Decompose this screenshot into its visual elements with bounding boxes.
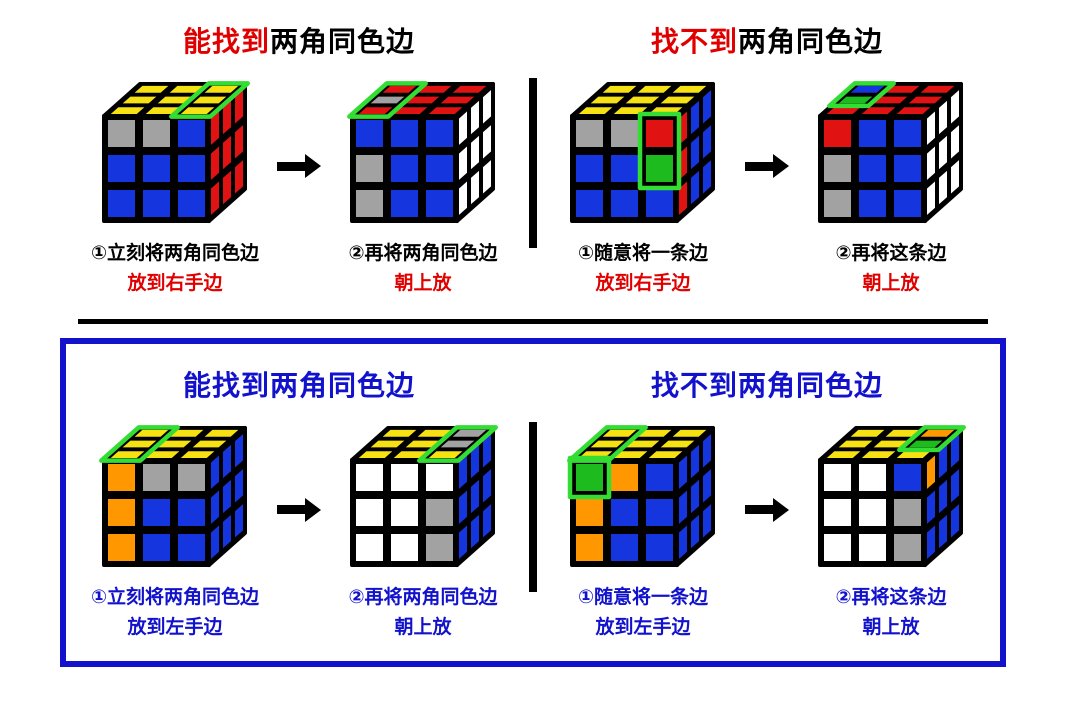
panel-title: 能找到两角同色边 bbox=[183, 20, 415, 60]
title-highlight-text: 能找到 bbox=[182, 25, 270, 58]
arrow-icon bbox=[742, 154, 792, 178]
panel-bottom-no-edge: 找不到两角同色边 ①随意将一条边 放到左手边 ②再将这条边 bbox=[537, 344, 997, 643]
caption-line-1: ②再将两角同色边 bbox=[348, 242, 498, 264]
step-caption: ①立刻将两角同色边 放到左手边 bbox=[91, 582, 259, 643]
arrow-icon bbox=[274, 497, 324, 522]
step-caption: ①随意将一条边 放到右手边 bbox=[578, 238, 708, 299]
arrow-shaft bbox=[745, 161, 773, 171]
caption-line-1: ②再将两角同色边 bbox=[348, 585, 498, 608]
caption-line-1: ①立刻将两角同色边 bbox=[90, 585, 260, 608]
cube-diagram bbox=[814, 72, 968, 228]
arrow-head bbox=[773, 154, 789, 178]
step-1: ①立刻将两角同色边 放到右手边 bbox=[76, 72, 274, 299]
title-rest-text: 两角同色边 bbox=[738, 25, 884, 58]
caption-line-1: ①随意将一条边 bbox=[577, 585, 709, 608]
caption-line-1: ②再将这条边 bbox=[835, 585, 947, 608]
panel-title: 能找到两角同色边 bbox=[183, 364, 415, 404]
section-bottom: 能找到两角同色边 ①立刻将两角同色边 放到左手边 ②再将两角同色边 bbox=[66, 344, 1000, 643]
arrow-icon bbox=[274, 154, 324, 178]
arrow-shaft bbox=[277, 505, 305, 515]
arrow-icon bbox=[742, 497, 792, 522]
caption-line-1: ②再将这条边 bbox=[835, 242, 947, 264]
step-1: ①随意将一条边 放到左手边 bbox=[544, 416, 742, 643]
cube-diagram bbox=[346, 72, 500, 228]
caption-line-2: 放到右手边 bbox=[595, 272, 691, 295]
cube-diagram bbox=[346, 416, 500, 572]
cube-diagram bbox=[566, 72, 720, 228]
panel-top-no-edge: 找不到两角同色边 ①随意将一条边 放到右手边 ②再将这条边 朝上放 bbox=[537, 0, 997, 299]
steps-row: ①随意将一条边 放到左手边 ②再将这条边 朝上放 bbox=[544, 416, 990, 643]
steps-row: ①立刻将两角同色边 放到右手边 ②再将两角同色边 朝上放 bbox=[76, 72, 522, 299]
step-1: ①随意将一条边 放到右手边 bbox=[544, 72, 742, 299]
step-1: ①立刻将两角同色边 放到左手边 bbox=[76, 416, 274, 643]
arrow-shaft bbox=[277, 161, 305, 171]
vertical-divider bbox=[529, 78, 537, 248]
title-text: 找不到两角同色边 bbox=[650, 368, 883, 402]
arrow-head bbox=[773, 497, 789, 522]
caption-line-2: 朝上放 bbox=[862, 272, 920, 295]
steps-row: ①立刻将两角同色边 放到左手边 ②再将两角同色边 朝上放 bbox=[76, 416, 522, 643]
horizontal-divider bbox=[78, 318, 988, 324]
step-2: ②再将两角同色边 朝上放 bbox=[324, 416, 522, 643]
caption-line-1: ①随意将一条边 bbox=[577, 242, 709, 264]
vertical-divider bbox=[529, 421, 537, 592]
step-caption: ①立刻将两角同色边 放到右手边 bbox=[91, 238, 259, 299]
caption-line-2: 放到左手边 bbox=[595, 616, 691, 639]
step-caption: ②再将这条边 朝上放 bbox=[835, 238, 946, 299]
panel-top-found-edge: 能找到两角同色边 ①立刻将两角同色边 放到右手边 ②再将两角同色边 朝上放 bbox=[69, 0, 529, 299]
section-bottom-box: 能找到两角同色边 ①立刻将两角同色边 放到左手边 ②再将两角同色边 bbox=[60, 337, 1006, 667]
step-caption: ①随意将一条边 放到左手边 bbox=[578, 582, 708, 643]
caption-line-2: 放到左手边 bbox=[127, 616, 223, 639]
caption-line-2: 朝上放 bbox=[394, 272, 452, 295]
title-text: 能找到两角同色边 bbox=[182, 368, 415, 402]
title-rest-text: 两角同色边 bbox=[270, 25, 416, 58]
caption-line-2: 放到右手边 bbox=[127, 272, 223, 295]
steps-row: ①随意将一条边 放到右手边 ②再将这条边 朝上放 bbox=[544, 72, 990, 299]
cube-diagram bbox=[98, 416, 252, 572]
title-highlight-text: 找不到 bbox=[650, 25, 738, 58]
caption-line-2: 朝上放 bbox=[862, 616, 920, 639]
arrow-shaft bbox=[745, 505, 773, 515]
panel-title: 找不到两角同色边 bbox=[651, 364, 883, 404]
arrow-head bbox=[305, 154, 321, 178]
cube-diagram bbox=[566, 416, 720, 572]
step-caption: ②再将两角同色边 朝上放 bbox=[348, 582, 497, 643]
panel-title: 找不到两角同色边 bbox=[651, 20, 883, 60]
cube-diagram bbox=[98, 72, 252, 228]
step-caption: ②再将这条边 朝上放 bbox=[835, 582, 946, 643]
step-2: ②再将两角同色边 朝上放 bbox=[324, 72, 522, 299]
panel-bottom-found-edge: 能找到两角同色边 ①立刻将两角同色边 放到左手边 ②再将两角同色边 bbox=[69, 344, 529, 643]
arrow-head bbox=[305, 497, 321, 522]
step-2: ②再将这条边 朝上放 bbox=[792, 416, 990, 643]
step-caption: ②再将两角同色边 朝上放 bbox=[348, 238, 497, 299]
section-top: 能找到两角同色边 ①立刻将两角同色边 放到右手边 ②再将两角同色边 朝上放 bbox=[0, 0, 1066, 299]
caption-line-2: 朝上放 bbox=[394, 616, 452, 639]
cube-diagram bbox=[814, 416, 968, 572]
step-2: ②再将这条边 朝上放 bbox=[792, 72, 990, 299]
caption-line-1: ①立刻将两角同色边 bbox=[90, 242, 260, 264]
